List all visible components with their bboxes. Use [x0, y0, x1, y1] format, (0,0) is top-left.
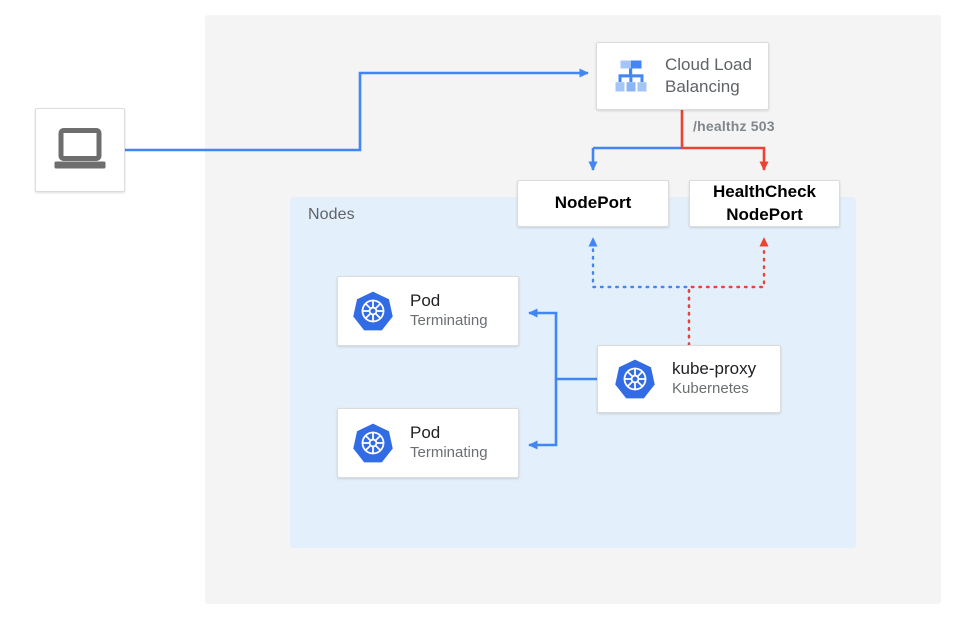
cloud-load-balancing-node[interactable]: Cloud Load Balancing: [596, 42, 769, 110]
nodeport-node[interactable]: NodePort: [517, 180, 669, 227]
pod-node-1[interactable]: Pod Terminating: [337, 276, 519, 346]
healthz-status-label: /healthz 503: [693, 118, 775, 134]
pod-2-title: Pod: [410, 423, 441, 443]
client-device-node[interactable]: [35, 108, 125, 192]
kubernetes-icon: [353, 423, 393, 463]
pod-2-status: Terminating: [410, 444, 488, 462]
pod-node-2[interactable]: Pod Terminating: [337, 408, 519, 478]
healthcheck-nodeport-label: HealthCheck NodePort: [713, 181, 816, 225]
healthcheck-nodeport-node[interactable]: HealthCheck NodePort: [689, 180, 840, 227]
cloud-load-balancing-line2: Balancing: [665, 77, 740, 96]
nodes-panel-label: Nodes: [308, 206, 355, 223]
kube-proxy-title: kube-proxy: [672, 359, 757, 379]
pod-1-title: Pod: [410, 291, 441, 311]
laptop-icon: [54, 128, 106, 169]
kube-proxy-subtitle: Kubernetes: [672, 380, 749, 398]
cloud-load-balancing-label: Cloud Load Balancing: [665, 54, 752, 98]
kubernetes-icon: [353, 291, 393, 331]
kube-proxy-node[interactable]: kube-proxy Kubernetes: [597, 345, 781, 413]
pod-2-label: Pod Terminating: [410, 423, 488, 462]
cloud-load-balancing-icon: [615, 60, 647, 92]
pod-1-label: Pod Terminating: [410, 291, 488, 330]
kubernetes-icon: [615, 359, 655, 399]
nodeport-label: NodePort: [554, 193, 632, 213]
pod-1-status: Terminating: [410, 312, 488, 330]
healthcheck-nodeport-line1: HealthCheck: [713, 182, 816, 202]
cloud-load-balancing-line1: Cloud Load: [665, 54, 752, 74]
healthcheck-nodeport-line2: NodePort: [726, 204, 803, 224]
kube-proxy-label: kube-proxy Kubernetes: [672, 359, 756, 398]
